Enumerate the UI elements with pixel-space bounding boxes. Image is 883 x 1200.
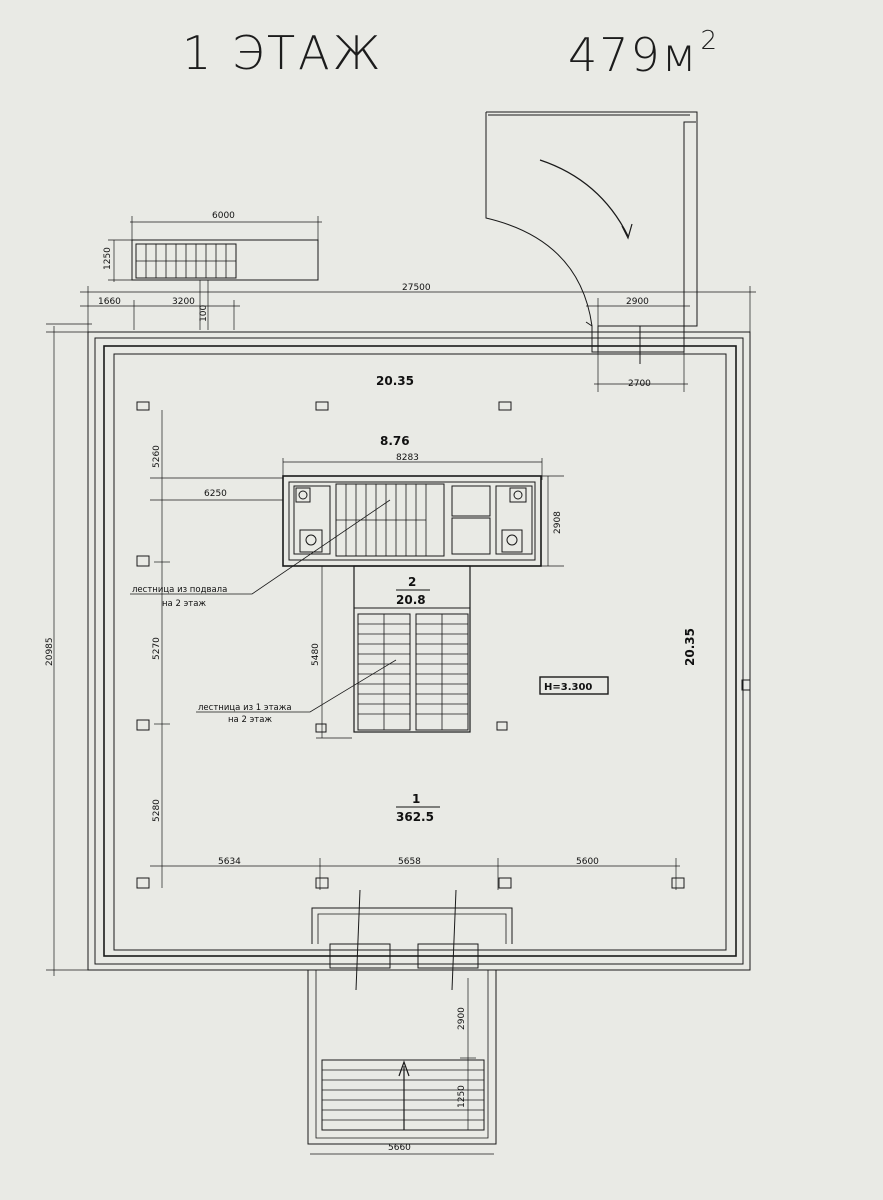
dim-left-offset-c: 100 xyxy=(199,305,209,322)
floor-area: 479м2 xyxy=(568,26,719,82)
dim-ext-stair-width: 6000 xyxy=(212,211,235,221)
porch xyxy=(307,970,497,1155)
dim-inner-stair-height: 5480 xyxy=(311,643,321,666)
note-basement-stair-line1: лестница из подвала xyxy=(132,585,227,595)
room-1-number: 1 xyxy=(412,792,420,806)
height-mark: Н=3.300 xyxy=(544,682,592,693)
label-right-wall-length: 20.35 xyxy=(683,628,697,666)
dim-door-outer: 2900 xyxy=(626,297,649,307)
dim-col-span-bottom: 5280 xyxy=(152,799,162,822)
main-stair xyxy=(316,565,471,739)
floor-area-unit-superscript: 2 xyxy=(700,26,720,56)
height-mark-box xyxy=(539,676,609,695)
dim-col-span-top: 5260 xyxy=(152,445,162,468)
dim-bottom-span-2: 5658 xyxy=(398,857,421,867)
plan-labels: 6000 1250 27500 1660 3200 100 2900 2700 … xyxy=(45,211,697,1153)
dim-door-inner: 2700 xyxy=(628,379,651,389)
exterior-walls xyxy=(87,331,751,971)
note-leaders xyxy=(130,499,397,713)
left-dimension-lines xyxy=(46,326,680,976)
dim-core-depth: 2908 xyxy=(553,511,563,534)
dim-core-left-offset: 6250 xyxy=(204,489,227,499)
dim-porch-step: 1250 xyxy=(457,1085,467,1108)
dim-overall-height: 20985 xyxy=(45,637,55,666)
note-first-floor-stair-line2: на 2 этаж xyxy=(228,715,272,725)
dim-porch-width: 5660 xyxy=(388,1143,411,1153)
dim-ext-stair-depth: 1250 xyxy=(103,247,113,270)
room-1-area: 362.5 xyxy=(396,810,434,824)
central-core xyxy=(150,458,564,567)
dim-bottom-span-1: 5634 xyxy=(218,857,241,867)
note-first-floor-stair-line1: лестница из 1 этажа xyxy=(198,703,292,713)
bottom-entrance xyxy=(311,889,513,991)
exterior-stair-top xyxy=(108,216,322,330)
floor-title: 1 ЭТАЖ xyxy=(182,26,384,80)
dim-porch-length: 2900 xyxy=(457,1007,467,1030)
dim-core-width: 8283 xyxy=(396,453,419,463)
dim-overall-width: 27500 xyxy=(402,283,431,293)
columns xyxy=(136,401,751,889)
room-2-area: 20.8 xyxy=(396,593,426,607)
note-basement-stair-line2: на 2 этаж xyxy=(162,599,206,609)
top-door xyxy=(485,111,698,364)
dim-col-span-mid: 5270 xyxy=(152,637,162,660)
floor-area-value: 479м xyxy=(568,28,699,82)
dim-left-offset-a: 1660 xyxy=(98,297,121,307)
label-core-top-length: 8.76 xyxy=(380,434,410,448)
top-dimension-lines xyxy=(46,286,756,392)
label-top-wall-length: 20.35 xyxy=(376,374,414,388)
dim-left-offset-b: 3200 xyxy=(172,297,195,307)
room-2-number: 2 xyxy=(408,575,416,589)
dim-bottom-span-3: 5600 xyxy=(576,857,599,867)
